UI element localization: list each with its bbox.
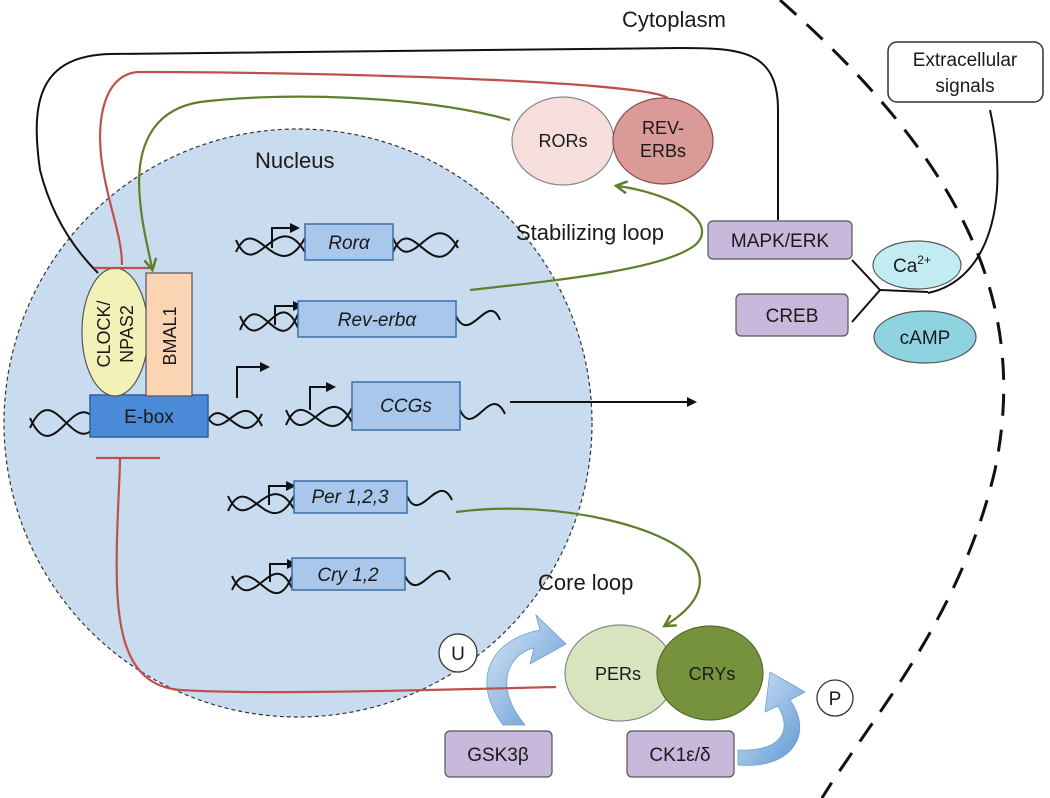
rors-label: RORs — [539, 131, 588, 151]
reverba-gene-label: Rev-erbα — [338, 310, 418, 331]
cry-gene-label: Cry 1,2 — [317, 565, 379, 586]
camp-node — [873, 310, 977, 364]
reverbs-protein — [612, 97, 714, 185]
phosphorylation-label: P — [829, 689, 842, 710]
dna-strands — [29, 232, 506, 594]
reverbs-label-line2: ERBs — [640, 141, 686, 161]
stabilizing-loop-label: Stabilizing loop — [516, 220, 664, 245]
cytoplasm-label: Cytoplasm — [622, 7, 726, 32]
core-loop-label: Core loop — [538, 570, 633, 595]
ubiquitin-marker — [438, 633, 478, 673]
crys-protein — [656, 625, 764, 721]
ck1-label: CK1ε/δ — [649, 745, 710, 766]
ck1-box — [626, 730, 735, 778]
cry-gene-box — [291, 557, 406, 591]
ror-activation-arrow — [138, 95, 511, 268]
gsk3b-label: GSK3β — [467, 745, 529, 766]
reverbs-label-line1: REV- — [642, 118, 684, 138]
reverb-inhibition — [94, 70, 669, 270]
extracellular-signal-line — [927, 109, 999, 294]
core-loop-arrow — [455, 507, 701, 625]
phosphorylation-marker — [816, 679, 854, 717]
ccgs-gene-box — [351, 381, 461, 431]
per-gene-box — [293, 480, 408, 514]
creb-label: CREB — [766, 306, 819, 327]
ubiquitin-label: U — [451, 644, 465, 665]
clock-label: CLOCK/ — [94, 300, 114, 367]
phosphorylation-arrow — [737, 671, 806, 766]
extracellular-signals-box — [887, 41, 1044, 103]
reverba-gene-box — [297, 300, 457, 338]
per-cry-inhibition — [96, 456, 557, 694]
pers-label: PERs — [595, 664, 641, 684]
crys-label: CRYs — [689, 664, 736, 684]
camp-label: cAMP — [900, 328, 951, 349]
creb-box — [735, 293, 849, 337]
cell-membrane — [779, 0, 1006, 798]
bmal1-protein — [145, 272, 193, 397]
extracellular-label-line2: signals — [935, 76, 994, 97]
gsk3b-box — [444, 730, 553, 778]
bmal1-label: BMAL1 — [160, 306, 180, 365]
nucleus-label: Nucleus — [255, 148, 334, 173]
calcium-label: Ca2+ — [893, 253, 931, 277]
mapk-erk-box — [707, 220, 853, 260]
extracellular-label-line1: Extracellular — [913, 50, 1018, 71]
per-gene-label: Per 1,2,3 — [311, 487, 389, 508]
stabilizing-loop-arrow — [469, 186, 704, 292]
rora-gene-box — [304, 223, 394, 261]
calcium-node — [872, 240, 962, 290]
ccgs-gene-label: CCGs — [380, 396, 432, 417]
clock-npas2-protein — [81, 267, 149, 397]
ubiquitination-arrow — [486, 613, 567, 726]
transcription-start-arrows — [236, 223, 336, 582]
signal-bracket — [851, 259, 929, 323]
mapk-to-clock-line — [35, 46, 779, 274]
rora-gene-label: Rorα — [328, 233, 371, 254]
npas2-label: NPAS2 — [117, 305, 137, 363]
mapk-erk-label: MAPK/ERK — [731, 231, 830, 252]
ebox-label: E-box — [124, 407, 174, 428]
